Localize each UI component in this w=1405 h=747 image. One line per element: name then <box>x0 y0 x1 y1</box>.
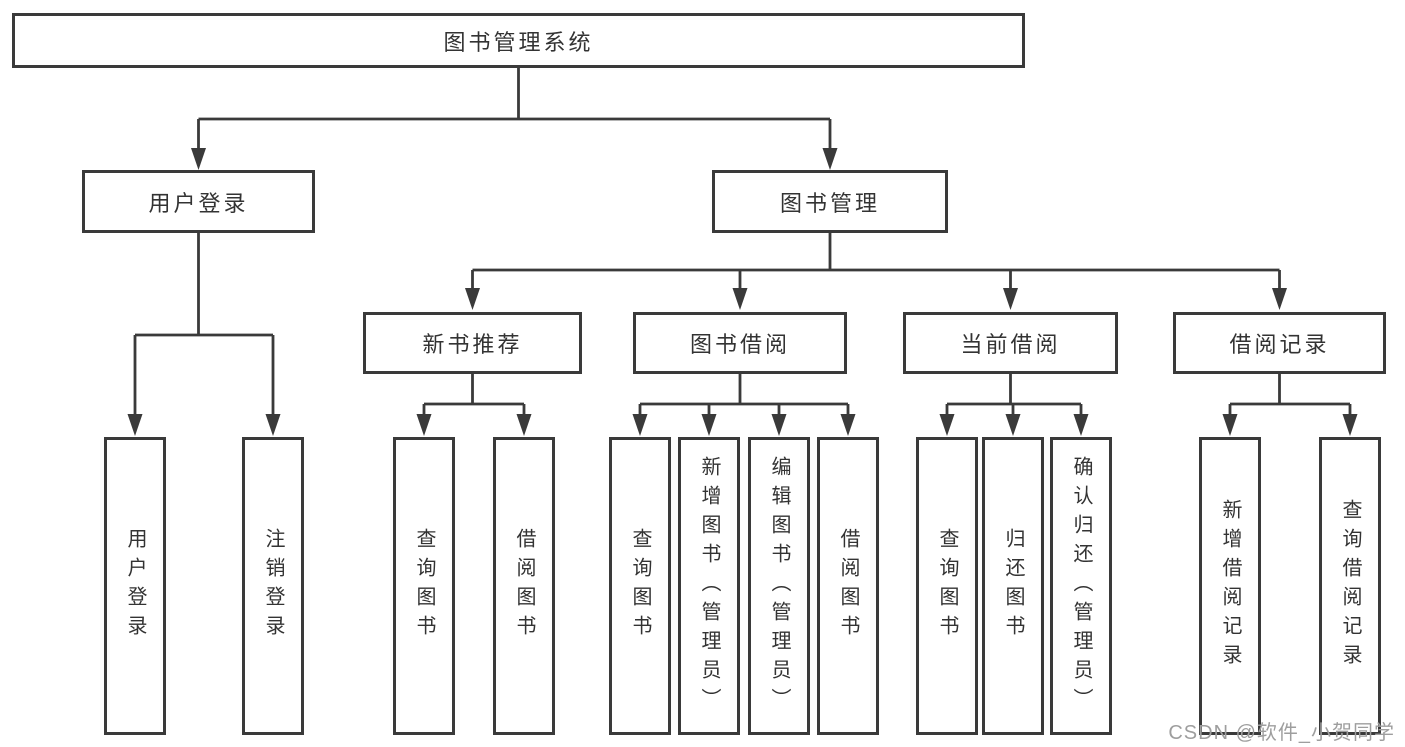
node-label: 用户登录 <box>148 190 249 216</box>
node-leaf-query-books: 查询图书 <box>393 437 455 735</box>
node-label: 注销登录 <box>262 528 284 644</box>
node-label: 确认归还（管理员） <box>1070 455 1092 717</box>
arrowhead <box>516 414 532 436</box>
node-leaf-borrow-books: 借阅图书 <box>817 437 879 735</box>
node-book-management: 图书管理 <box>712 170 948 233</box>
node-label: 借阅记录 <box>1229 332 1330 357</box>
arrowhead <box>840 414 856 436</box>
node-library-system: 图书管理系统 <box>12 13 1025 68</box>
connector-current-borrowing-children <box>939 374 1089 436</box>
node-leaf-return-book: 归还图书 <box>982 437 1044 735</box>
node-label: 新增图书（管理员） <box>698 455 720 717</box>
connector-borrowing-records-children <box>1222 374 1358 436</box>
arrowhead <box>1272 288 1287 310</box>
node-label: 借阅图书 <box>837 528 859 644</box>
node-borrowing-records: 借阅记录 <box>1173 312 1386 374</box>
connector-book-management-children <box>465 233 1287 310</box>
connector-user-login-children <box>127 233 281 436</box>
node-label: 查询图书 <box>936 528 958 644</box>
node-user-login: 用户登录 <box>82 170 315 233</box>
node-leaf-query-books: 查询图书 <box>609 437 671 735</box>
connector-new-book-recommend-children <box>416 374 532 436</box>
arrowhead <box>732 288 748 310</box>
arrowhead <box>465 288 480 310</box>
arrowhead <box>1073 414 1089 436</box>
arrowhead <box>191 148 206 170</box>
node-leaf-user-login: 用户登录 <box>104 437 166 735</box>
arrowhead <box>632 414 648 436</box>
node-leaf-logout: 注销登录 <box>242 437 304 735</box>
node-leaf-add-book-admin: 新增图书（管理员） <box>678 437 740 735</box>
node-label: 图书借阅 <box>689 332 790 357</box>
arrowhead <box>1003 288 1018 310</box>
node-label: 新增借阅记录 <box>1219 499 1241 673</box>
arrowhead <box>701 414 717 436</box>
arrowhead <box>416 414 432 436</box>
node-leaf-query-borrow-record: 查询借阅记录 <box>1319 437 1381 735</box>
node-leaf-edit-book-admin: 编辑图书（管理员） <box>748 437 810 735</box>
arrowhead <box>1005 414 1021 436</box>
arrowhead <box>771 414 787 436</box>
arrowhead <box>939 414 955 436</box>
node-current-borrowing: 当前借阅 <box>903 312 1118 374</box>
node-new-book-recommend: 新书推荐 <box>363 312 582 374</box>
connector-root-to-level2 <box>191 68 838 170</box>
node-label: 编辑图书（管理员） <box>768 455 790 717</box>
node-leaf-query-books: 查询图书 <box>916 437 978 735</box>
node-label: 查询图书 <box>629 528 651 644</box>
node-label: 用户登录 <box>124 528 146 644</box>
csdn-watermark: CSDN @软件_小贺同学 <box>1168 722 1395 744</box>
arrowhead <box>265 414 281 436</box>
arrowhead <box>1342 414 1358 436</box>
node-label: 新书推荐 <box>422 332 523 357</box>
node-leaf-add-borrow-record: 新增借阅记录 <box>1199 437 1261 735</box>
node-leaf-confirm-return-admin: 确认归还（管理员） <box>1050 437 1112 735</box>
node-book-borrowing: 图书借阅 <box>633 312 847 374</box>
node-label: 图书管理 <box>779 190 880 216</box>
node-label: 查询图书 <box>413 528 435 644</box>
connector-book-borrowing-children <box>632 374 856 436</box>
node-label: 归还图书 <box>1002 528 1024 644</box>
arrowhead <box>127 414 143 436</box>
node-label: 借阅图书 <box>513 528 535 644</box>
arrowhead <box>1222 414 1238 436</box>
node-label: 图书管理系统 <box>443 29 594 55</box>
node-label: 当前借阅 <box>960 332 1061 357</box>
arrowhead <box>822 148 838 170</box>
node-label: 查询借阅记录 <box>1339 499 1361 673</box>
node-leaf-borrow-books: 借阅图书 <box>493 437 555 735</box>
